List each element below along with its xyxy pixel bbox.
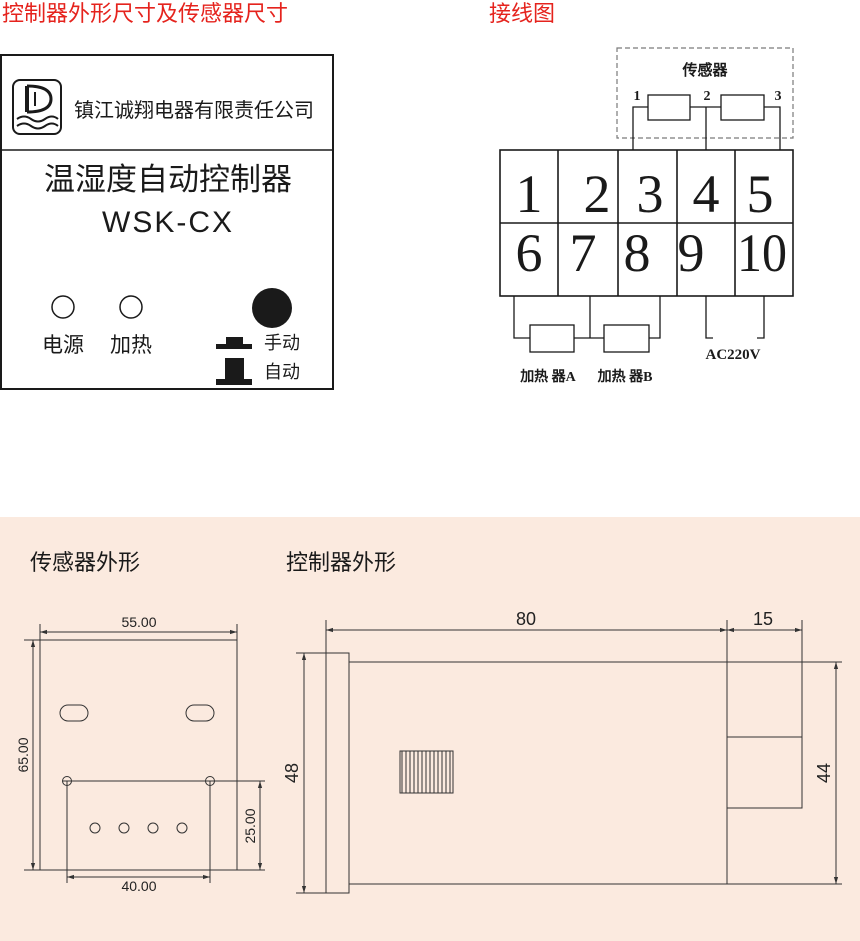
controller-body-height-dimension: 44: [727, 661, 842, 885]
sensor-label: 传感器: [681, 61, 728, 79]
controller-rear-label: 15: [753, 609, 773, 629]
heater-b-resistor: [603, 324, 650, 353]
terminal-number: 1: [516, 164, 543, 224]
round-knob: [252, 288, 292, 328]
terminal-number: 6: [516, 223, 543, 283]
heater-b-label: 加热 器B: [597, 368, 653, 385]
company-logo-icon: [12, 79, 62, 135]
sensor-width-dimension: 55.00: [39, 614, 238, 640]
controller-length-dimension: 80: [325, 609, 728, 662]
terminal-number: 2: [584, 164, 611, 224]
panel-border: [0, 54, 334, 390]
sensor-vent-hole: [118, 822, 130, 834]
mounting-hole: [205, 776, 215, 786]
sensor-dashed-outline: [616, 47, 794, 139]
manual-button-icon: [216, 337, 252, 349]
terminal-number: 3: [637, 164, 664, 224]
controller-front-panel: 镇江诚翔电器有限责任公司 温湿度自动控制器 WSK-CX 电源 加热 手动 自动: [0, 54, 334, 390]
controller-front-height-label: 48: [282, 763, 302, 783]
controller-outline-title: 控制器外形: [286, 551, 396, 576]
sensor-pin-3-label: 3: [775, 89, 782, 104]
vent-grille: [399, 750, 454, 794]
auto-button-icon: [216, 358, 252, 385]
sensor-outline-title: 传感器外形: [30, 551, 140, 576]
mounting-slot: [59, 704, 89, 722]
controller-rear-connector: [726, 736, 803, 809]
terminal-number: 4: [693, 164, 720, 224]
sensor-height-dimension: 65.00: [15, 639, 40, 871]
wire-pin3-to-terminal5: [764, 106, 781, 150]
sensor-vent-hole: [89, 822, 101, 834]
sensor-resistor-2: [720, 94, 765, 121]
sensor-tab-width-label: 40.00: [121, 878, 156, 894]
product-name: 温湿度自动控制器: [44, 162, 292, 198]
sensor-tab-width-dimension: 40.00: [67, 874, 210, 894]
sensor-width-label: 55.00: [121, 614, 156, 630]
terminal-number: 10: [737, 223, 787, 283]
mounting-slot: [185, 704, 215, 722]
wiring-title: 接线图: [489, 2, 555, 27]
sensor-resistor-1: [647, 94, 691, 121]
heater-wiring: 加热 器A 加热 器B: [513, 296, 661, 385]
sensor-tab-height-dimension: 25.00: [237, 781, 265, 871]
terminal-number: 5: [747, 164, 774, 224]
terminal-number: 9: [678, 223, 705, 283]
sensor-pin-1-label: 1: [634, 89, 641, 104]
power-supply-label: AC220V: [706, 347, 761, 363]
sensor-vent-hole: [176, 822, 188, 834]
power-indicator-light: [51, 295, 75, 319]
heat-indicator-label: 加热: [110, 333, 152, 357]
heat-indicator-light: [119, 295, 143, 319]
heater-a-label: 加热 器A: [519, 368, 576, 385]
sensor-tab-height-label: 25.00: [242, 808, 258, 843]
controller-body-height-label: 44: [814, 763, 834, 783]
model-number: WSK-CX: [102, 206, 234, 239]
sensor-outline-drawing: 55.00 65.00 25.00 40.00: [15, 614, 265, 894]
sensor-pin-2-label: 2: [704, 89, 711, 104]
power-indicator-label: 电源: [42, 333, 84, 357]
manual-button-label: 手动: [264, 333, 300, 354]
wiring-diagram: 传感器 1 2 3 1 2 3 4 5 6 7 8 9: [499, 47, 794, 385]
controller-length-label: 80: [516, 609, 536, 629]
controller-rear-dimension: 15: [727, 609, 803, 737]
terminal-number: 7: [570, 223, 597, 283]
sensor-vent-hole: [147, 822, 159, 834]
wire-pin1-to-terminal3: [632, 106, 648, 150]
mounting-hole: [62, 776, 72, 786]
controller-front-height-dimension: 48: [282, 652, 326, 894]
dimensions-title: 控制器外形尺寸及传感器尺寸: [2, 2, 288, 27]
auto-button-label: 自动: [264, 362, 300, 383]
heater-a-resistor: [529, 324, 575, 353]
sensor-box: 传感器 1 2 3: [616, 47, 794, 150]
terminal-number: 8: [624, 223, 651, 283]
company-name: 镇江诚翔电器有限责任公司: [74, 98, 314, 122]
controller-outline-drawing: 80 15 48 44: [282, 609, 842, 894]
sensor-body: [39, 639, 238, 871]
sensor-height-label: 65.00: [15, 737, 31, 772]
terminal-block: 1 2 3 4 5 6 7 8 9 10: [499, 149, 794, 297]
power-wiring: AC220V: [705, 296, 765, 363]
